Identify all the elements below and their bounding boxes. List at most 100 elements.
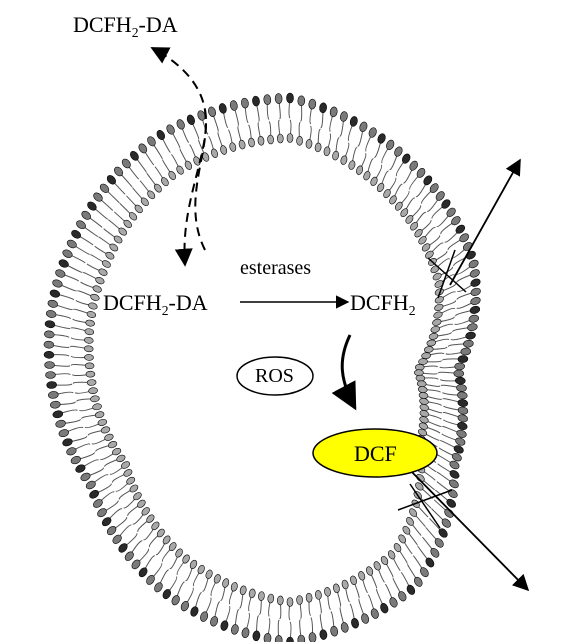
lipid-head xyxy=(413,576,424,588)
lipid-head xyxy=(258,591,265,601)
lipid-head xyxy=(388,194,398,205)
lipid-head xyxy=(433,303,444,312)
lipid-head xyxy=(153,581,164,593)
lipid-head xyxy=(46,381,56,389)
lipid-head xyxy=(146,189,156,200)
lipid-head xyxy=(229,100,238,111)
lipid-head xyxy=(238,140,246,150)
dcfh2-exit-arrow xyxy=(450,160,520,285)
lipid-head xyxy=(44,341,55,349)
lipid-head xyxy=(123,550,135,562)
lipid-head xyxy=(456,384,467,392)
lipid-head xyxy=(222,578,230,588)
lipid-head xyxy=(111,533,123,545)
lipid-head xyxy=(360,613,370,625)
lipid-head xyxy=(229,142,237,152)
lipid-head xyxy=(86,371,95,377)
lipid-head xyxy=(88,302,98,310)
lipid-head xyxy=(122,468,133,478)
lipid-head xyxy=(298,635,305,642)
lipid-head xyxy=(332,151,340,161)
lipid-head xyxy=(469,268,481,279)
lipid-head xyxy=(306,139,313,148)
lipid-head xyxy=(137,566,149,578)
lipid-head xyxy=(380,555,389,566)
lipid-head xyxy=(349,116,358,127)
lipid-head xyxy=(62,437,74,447)
lipid-head xyxy=(454,436,466,446)
lipid-head xyxy=(106,525,118,537)
lipid-head xyxy=(137,142,148,154)
lipid-head xyxy=(277,596,283,605)
lipid-head xyxy=(95,411,105,419)
lipid-head xyxy=(368,127,378,139)
lipid-head xyxy=(362,170,371,181)
lipid-head xyxy=(45,361,55,368)
lipid-head xyxy=(277,134,283,143)
lipid-head xyxy=(424,556,436,568)
lipid-head xyxy=(432,318,442,326)
lipid-head xyxy=(460,347,471,355)
lipid-head xyxy=(88,489,100,500)
lipid-head xyxy=(96,507,108,519)
lipid-head xyxy=(447,488,459,500)
lipid-head xyxy=(111,447,122,456)
lipid-head xyxy=(349,575,357,585)
lipid-head xyxy=(264,633,272,642)
lipid-head xyxy=(84,345,94,352)
lipid-head xyxy=(433,311,444,320)
lipid-head xyxy=(45,371,55,378)
lipid-head xyxy=(88,387,98,394)
lipid-head xyxy=(136,499,147,509)
lipid-head xyxy=(469,277,481,288)
lipid-head xyxy=(393,542,403,553)
lipid-head xyxy=(113,234,124,244)
lipid-head xyxy=(448,478,460,489)
lipid-head xyxy=(448,469,460,480)
lipid-head xyxy=(65,446,77,456)
lipid-head xyxy=(455,377,465,385)
lipid-head xyxy=(74,463,86,474)
lipid-head xyxy=(355,165,364,175)
lipid-head xyxy=(296,595,302,604)
lipid-head xyxy=(287,598,293,607)
lipid-head xyxy=(315,143,322,153)
lipid-head xyxy=(48,391,59,399)
lipid-head xyxy=(197,564,206,575)
lipid-head xyxy=(333,583,341,593)
lipid-head xyxy=(145,513,156,524)
lipid-head xyxy=(296,136,302,145)
lipid-head xyxy=(165,123,176,135)
lipid-head xyxy=(146,135,157,147)
lipid-head xyxy=(80,209,92,221)
lipid-head xyxy=(129,483,140,493)
lipid-head xyxy=(359,121,369,133)
lipid-head xyxy=(44,351,54,359)
lipid-head xyxy=(458,355,468,363)
lipid-head xyxy=(90,293,101,302)
lipid-head xyxy=(428,332,438,340)
lipid-head xyxy=(456,421,468,431)
lipid-head xyxy=(210,148,219,158)
lipid-head xyxy=(70,455,82,465)
lipid-head xyxy=(92,403,102,411)
lipid-head xyxy=(92,284,103,293)
lipid-head xyxy=(51,278,63,288)
lipid-head xyxy=(457,391,468,399)
lipid-head xyxy=(470,287,482,297)
lipid-head xyxy=(339,111,348,122)
lipid-head xyxy=(153,183,163,194)
lipid-head xyxy=(454,370,464,377)
lipid-head xyxy=(175,165,185,176)
lipid-head xyxy=(450,215,462,227)
lipid-head xyxy=(79,471,91,482)
lipid-head xyxy=(419,566,430,578)
lipid-head xyxy=(85,319,95,327)
lipid-head xyxy=(167,170,177,181)
lipid-head xyxy=(275,635,282,642)
lipid-head xyxy=(239,585,247,595)
lipid-head xyxy=(50,401,61,409)
lipid-head xyxy=(377,133,387,145)
lipid-head xyxy=(107,440,118,449)
lipid-head xyxy=(422,174,434,186)
